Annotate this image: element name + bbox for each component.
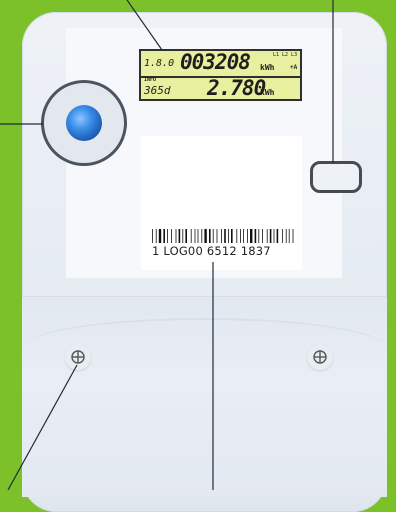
callout-line-display (127, 0, 162, 50)
callout-line-screw (8, 365, 77, 490)
callout-lines (0, 0, 396, 490)
